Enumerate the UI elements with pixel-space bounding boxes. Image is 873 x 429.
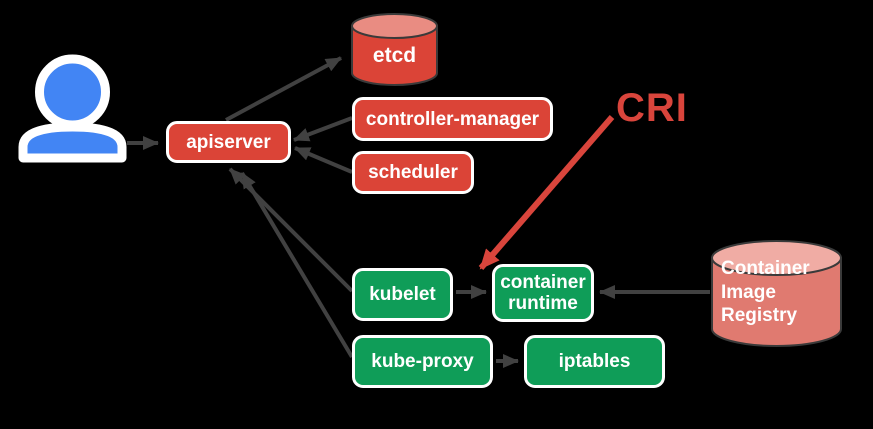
node-iptables: iptables (524, 335, 665, 388)
arrow-controller-manager-to-apiserver (293, 116, 353, 142)
arrow-scheduler-to-apiserver (294, 146, 353, 174)
etcd-cylinder (351, 13, 438, 86)
node-container-runtime: container runtime (492, 264, 594, 322)
node-scheduler: scheduler (352, 151, 474, 194)
node-apiserver: apiserver (166, 121, 291, 163)
node-kubelet: kubelet (352, 268, 453, 321)
node-etcd-label: etcd (372, 44, 417, 67)
node-kube-proxy-label: kube-proxy (371, 351, 474, 372)
cri-label: CRI (616, 86, 688, 130)
user-icon (18, 54, 127, 163)
arrow-kube-proxy-to-apiserver (240, 171, 354, 359)
arrow-apiserver-to-etcd (225, 56, 342, 122)
node-apiserver-label: apiserver (186, 131, 271, 153)
cri-arrow (478, 115, 615, 270)
container-image-registry-cylinder (711, 240, 842, 347)
node-kube-proxy: kube-proxy (352, 335, 493, 388)
node-iptables-label: iptables (558, 351, 631, 372)
node-controller-manager: controller-manager (352, 97, 553, 141)
node-controller-manager-label: controller-manager (365, 108, 540, 130)
node-scheduler-label: scheduler (368, 162, 458, 183)
node-kubelet-label: kubelet (369, 284, 436, 305)
node-container-runtime-label: container runtime (500, 272, 586, 314)
node-container-image-registry-label: Container Image Registry (721, 258, 810, 326)
